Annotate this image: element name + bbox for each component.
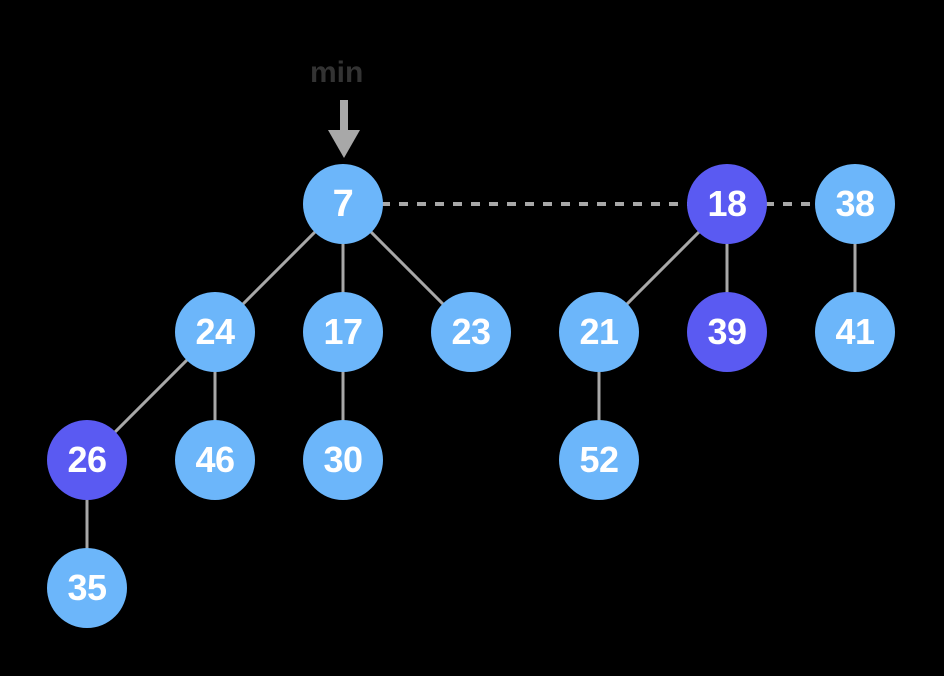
heap-node-label: 21 (579, 311, 619, 352)
heap-node-label: 39 (707, 311, 747, 352)
heap-node-label: 41 (835, 311, 875, 352)
heap-node-26[interactable]: 26 (47, 420, 127, 500)
heap-node-label: 18 (707, 183, 747, 224)
heap-node-18[interactable]: 18 (687, 164, 767, 244)
heap-node-38[interactable]: 38 (815, 164, 895, 244)
heap-node-39[interactable]: 39 (687, 292, 767, 372)
tree-edge (240, 229, 318, 307)
tree-edge (112, 357, 190, 435)
heap-node-52[interactable]: 52 (559, 420, 639, 500)
heap-node-label: 24 (195, 311, 235, 352)
heap-node-7[interactable]: 7 (303, 164, 383, 244)
heap-node-21[interactable]: 21 (559, 292, 639, 372)
heap-node-35[interactable]: 35 (47, 548, 127, 628)
heap-node-label: 52 (579, 439, 619, 480)
heap-node-label: 35 (67, 567, 107, 608)
heap-node-label: 26 (67, 439, 107, 480)
tree-edge (368, 229, 446, 307)
heap-node-46[interactable]: 46 (175, 420, 255, 500)
heap-node-label: 23 (451, 311, 491, 352)
heap-node-label: 17 (323, 311, 363, 352)
min-arrow-head (328, 130, 360, 158)
heap-node-41[interactable]: 41 (815, 292, 895, 372)
heap-node-23[interactable]: 23 (431, 292, 511, 372)
heap-node-label: 7 (332, 183, 354, 225)
min-annotation-label: min (310, 56, 364, 89)
heap-node-17[interactable]: 17 (303, 292, 383, 372)
heap-node-label: 30 (323, 439, 363, 480)
heap-node-label: 46 (195, 439, 235, 480)
tree-edge (624, 229, 702, 307)
heap-node-30[interactable]: 30 (303, 420, 383, 500)
heap-node-label: 38 (835, 183, 875, 224)
heap-node-24[interactable]: 24 (175, 292, 255, 372)
